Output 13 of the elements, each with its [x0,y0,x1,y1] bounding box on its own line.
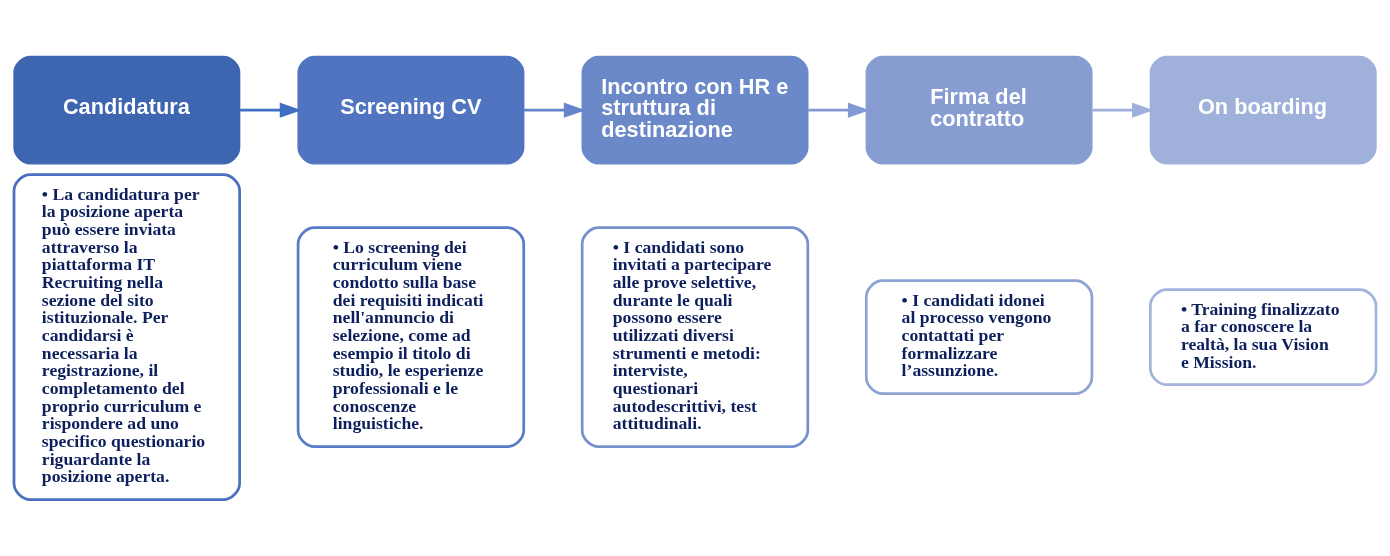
node-box: On boarding [1149,55,1377,165]
node-box: Candidatura [13,55,241,165]
arrow [524,102,586,118]
node-box: • I candidati idonei al processo vengono contattati per formalizzare l’assunzione. [864,279,1094,395]
arrow [240,102,302,118]
node-box: • I candidati sono invitati a partecipare alle prove selettive, durante le quali possono essere utilizzati diversi strumenti e metodi: interviste, questionari autodescrittivi, test attitudinali. [580,226,810,448]
node-box: • La candidatura per la posizione aperta può essere inviata attraverso la piattaforma IT Recruiting nella sezione del sito istituzionale. Per candidarsi è necessaria la registrazione, il completamento del proprio curriculum e rispondere ad uno specifico questionario riguardante la posizione aperta. [12,173,241,501]
node-box: Incontro con HR e struttura di destinazione [581,55,809,165]
arrow [808,102,870,118]
node-box: Screening CV [297,55,525,165]
node-box: Firma del contratto [865,55,1093,165]
node-box: • Lo screening dei curriculum viene condotto sulla base dei requisiti indicati nell'annuncio di selezione, come ad esempio il titolo di studio, le esperienze professionali e le conoscenze linguistiche. [296,226,526,448]
node-box: • Training finalizzato a far conoscere la realtà, la sua Vision e Mission. [1149,288,1378,387]
